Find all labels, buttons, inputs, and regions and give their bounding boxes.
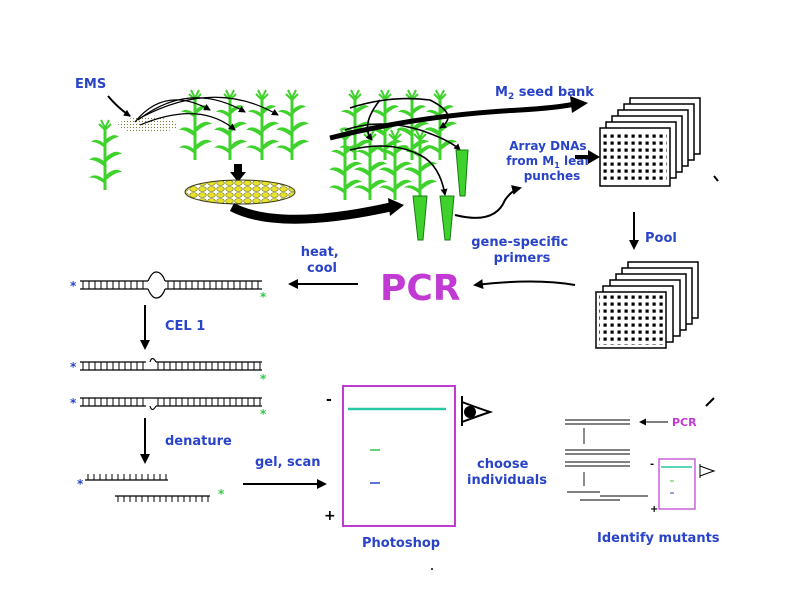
dot-mark (431, 568, 433, 570)
strand-ticks (87, 474, 209, 502)
heat-cool-label: heat, cool (301, 245, 344, 276)
mini-dna-stack (565, 419, 648, 501)
tick-mark-mid (705, 397, 715, 407)
gel-image (342, 385, 456, 527)
m1-plant-3 (244, 88, 281, 162)
eye-icon (461, 396, 494, 426)
cleaved-dna-1 (80, 357, 262, 371)
pcr-label: PCR (380, 268, 461, 309)
star-blue-2: * (70, 360, 77, 374)
gel-scan-label: gel, scan (255, 455, 321, 470)
ems-arrow (107, 95, 131, 117)
star-green-4: * (218, 487, 225, 501)
primers-label: gene-specific primers (471, 235, 573, 266)
cel1-label: CEL 1 (165, 319, 205, 334)
corn-ear (184, 179, 296, 205)
plates-to-pcr-arrow (473, 279, 576, 290)
gel-plus: + (324, 508, 336, 524)
star-blue-3: * (70, 396, 77, 410)
array-dnas-label: Array DNAs from M1 leaf punches (506, 139, 594, 183)
dna-rungs-2 (82, 362, 261, 406)
choose-individuals-label: choose individuals (467, 457, 547, 488)
mini-pcr-label: PCR (672, 416, 697, 429)
m2-plant-field (327, 88, 459, 202)
star-blue-1: * (70, 279, 77, 293)
dna-rungs (82, 281, 259, 289)
denature-label: denature (165, 434, 232, 449)
star-green-2: * (260, 372, 267, 386)
pool-label: Pool (645, 231, 677, 246)
star-blue-4: * (77, 477, 84, 491)
plate-stack-pool (595, 261, 699, 349)
field-loops (344, 97, 461, 196)
mini-eye-icon (699, 464, 716, 478)
ear-to-field-arrow (229, 201, 396, 224)
star-green-3: * (260, 407, 267, 421)
m1-plant-left (87, 118, 124, 192)
tick-mark-top (713, 175, 719, 182)
plate-stack-top (599, 97, 701, 187)
star-green-1: * (260, 290, 267, 304)
mini-plus: + (650, 504, 658, 515)
ems-label: EMS (75, 77, 106, 92)
to-seed-bank-arrow (329, 101, 576, 141)
tubes-to-array-arrow (454, 185, 522, 219)
single-strands (85, 479, 210, 497)
m2-seed-bank-label: M2 seed bank (495, 85, 594, 102)
gel-minus: - (326, 392, 332, 408)
identify-mutants-label: Identify mutants (597, 531, 720, 546)
mini-minus: - (650, 459, 654, 470)
pollen-patch (118, 117, 178, 133)
m1-plant-4 (274, 88, 311, 162)
sample-tubes (412, 149, 469, 241)
pollination-arrows (134, 96, 279, 131)
photoshop-label: Photoshop (362, 536, 440, 551)
